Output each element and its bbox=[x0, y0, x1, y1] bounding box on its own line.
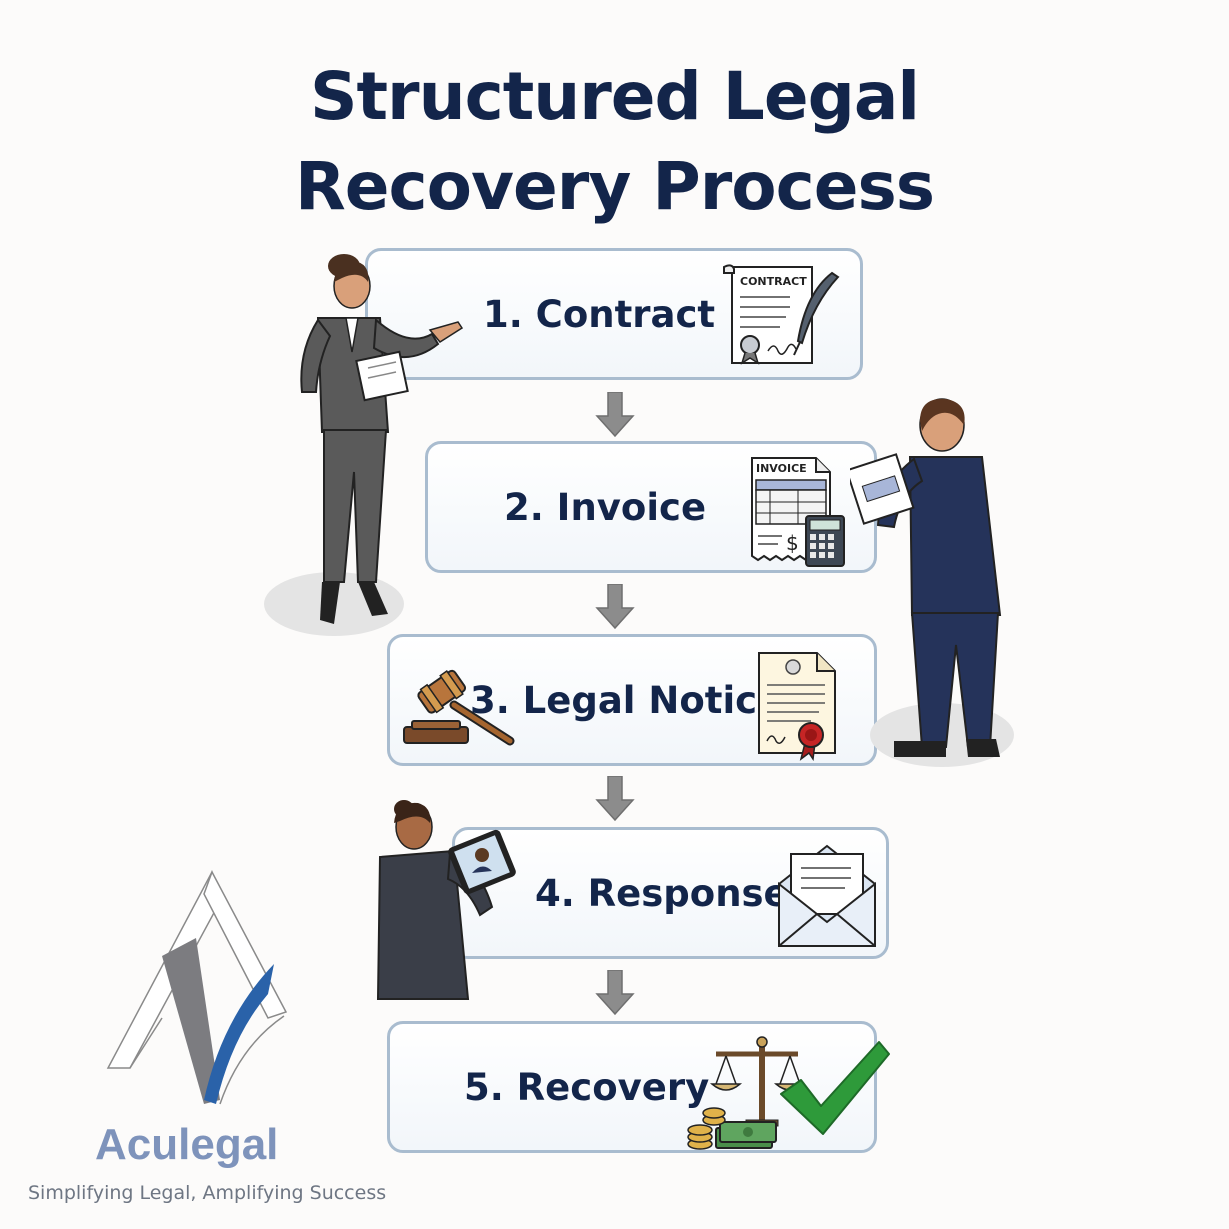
step-label: 2. Invoice bbox=[504, 485, 707, 529]
title-line-1: Structured Legal bbox=[309, 58, 920, 135]
arrow-down-icon bbox=[595, 584, 635, 630]
brand-tagline: Simplifying Legal, Amplifying Success bbox=[28, 1182, 387, 1204]
businesswoman-figure bbox=[264, 254, 464, 636]
certificate-seal-icon bbox=[758, 652, 836, 761]
step-contract: 1. Contract CONTRACT bbox=[365, 248, 863, 380]
step-response: 4. Response bbox=[452, 827, 889, 959]
envelope-letter-icon bbox=[778, 844, 876, 947]
invoice-calculator-icon: INVOICE $ bbox=[751, 457, 845, 567]
step-recovery: 5. Recovery bbox=[387, 1021, 877, 1153]
step-invoice: 2. Invoice INVOICE $ bbox=[425, 441, 877, 573]
arrow-down-icon bbox=[595, 392, 635, 438]
step-label: 1. Contract bbox=[483, 292, 716, 336]
aculegal-logo-icon bbox=[106, 870, 288, 1105]
gavel-icon bbox=[403, 669, 515, 746]
step-legal-notice: 3. Legal Notice bbox=[387, 634, 877, 766]
invoice-currency: $ bbox=[786, 531, 799, 555]
step-label: 3. Legal Notice bbox=[470, 678, 783, 722]
title-line-2: Recovery Process bbox=[294, 148, 935, 225]
step-label: 5. Recovery bbox=[464, 1065, 710, 1109]
contract-document-icon: CONTRACT bbox=[723, 264, 840, 365]
arrow-down-icon bbox=[595, 970, 635, 1016]
page-title: Structured Legal Recovery Process bbox=[0, 52, 1229, 232]
brand-name: Aculegal bbox=[95, 1120, 279, 1169]
scales-money-icon bbox=[687, 1036, 804, 1150]
professional-with-tablet-figure bbox=[376, 800, 516, 1000]
businessman-figure bbox=[850, 398, 1014, 767]
checkmark-icon bbox=[780, 1041, 890, 1135]
contract-doc-text: CONTRACT bbox=[740, 275, 807, 288]
arrow-down-icon bbox=[595, 776, 635, 822]
invoice-doc-text: INVOICE bbox=[756, 462, 807, 475]
step-label: 4. Response bbox=[535, 871, 789, 915]
